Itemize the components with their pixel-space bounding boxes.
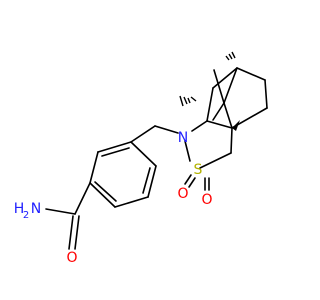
bond [45,208,76,215]
bond [130,141,157,167]
bond [223,67,238,104]
oxygen-atom-label-1: O [177,186,188,202]
amide-hydrogen-subscript: 2 [23,210,29,221]
double-bond [68,215,74,250]
bond [212,102,225,121]
bond [212,67,238,89]
bond [199,152,232,169]
bond [230,127,233,154]
sulfur-atom-label: S [194,162,203,178]
bond [206,87,214,122]
oxygen-atom-label-3: O [66,250,77,266]
bond [236,67,266,81]
stereo-hash-left [179,95,197,107]
stereo-hash-top [225,51,236,61]
bond [89,151,99,184]
molecule-structure: N S O O O N H 2 [14,51,268,266]
amide-nitrogen-label: N [31,201,41,217]
bond [206,120,233,129]
bond [223,102,233,129]
double-bond [188,177,196,188]
bond [114,196,149,208]
bond [154,125,179,134]
stereo-wedge [232,120,240,131]
double-bond [184,174,192,185]
aromatic-bond [142,167,151,194]
double-bond [74,215,80,250]
bond [130,125,156,143]
amide-hydrogen-label: H [14,201,25,217]
oxygen-atom-label-2: O [201,192,212,208]
bond [89,182,116,208]
aromatic-bond [101,147,130,157]
bond [264,79,268,109]
bond [147,165,157,198]
bond [97,141,132,153]
bond [191,120,208,132]
bond [184,140,191,162]
bond [74,182,91,215]
aromatic-bond [94,181,117,202]
nitrogen-atom-label: N [178,130,188,146]
bonds [45,67,268,250]
bond [213,69,225,104]
